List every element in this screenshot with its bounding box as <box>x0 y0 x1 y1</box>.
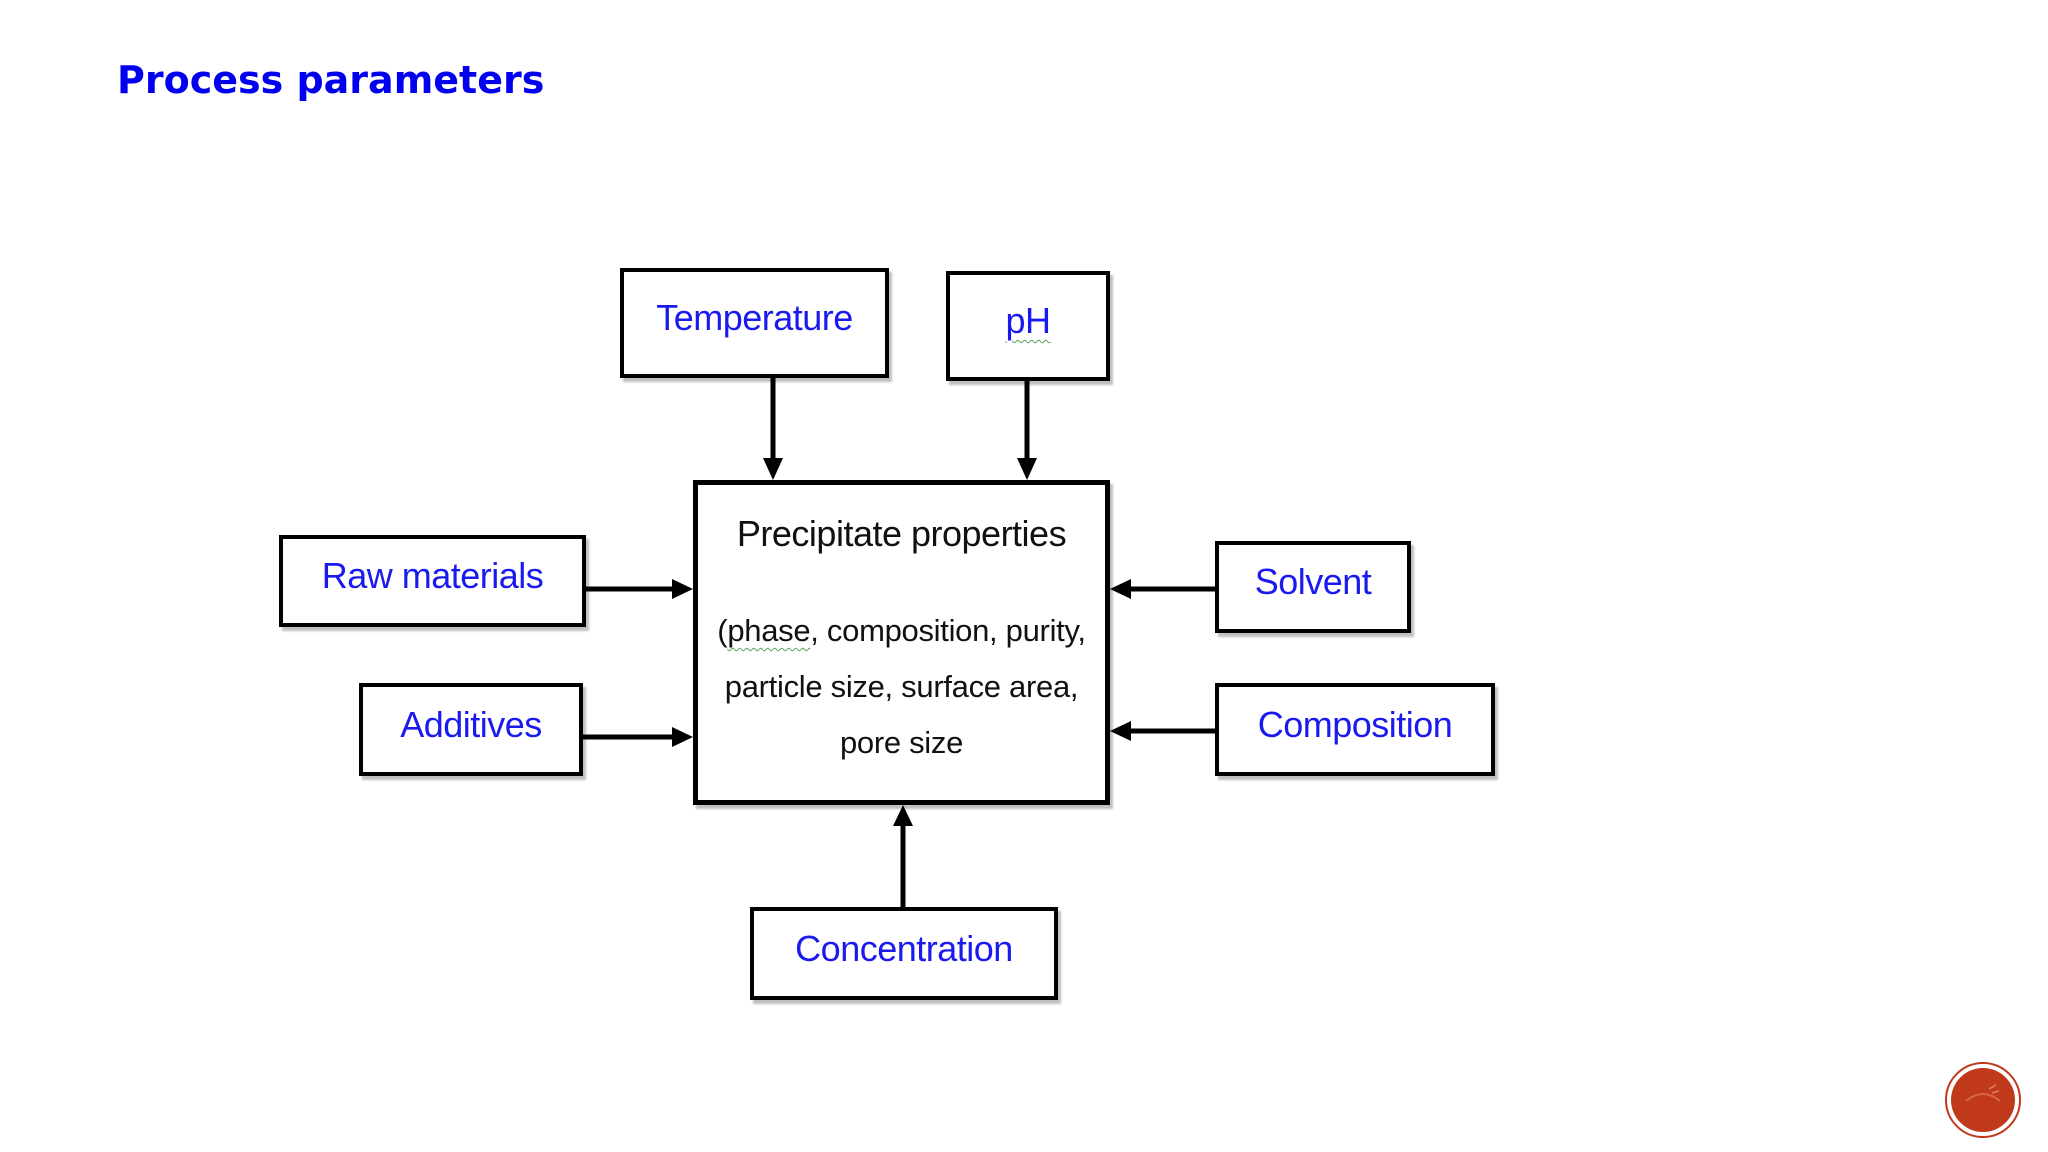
arrowhead-concentration <box>893 805 913 826</box>
logo-badge-icon <box>1945 1062 2021 1138</box>
arrowhead-composition <box>1110 721 1131 741</box>
label-temperature: Temperature <box>656 297 853 338</box>
label-composition: Composition <box>1257 703 1453 745</box>
label-raw-materials: Raw materials <box>321 555 544 596</box>
box-raw-materials: Raw materials <box>279 535 586 627</box>
arrowhead-additives <box>672 727 693 747</box>
arrowhead-temperature <box>763 458 783 480</box>
box-additives: Additives <box>359 683 583 776</box>
center-line-2: particle size, surface area, <box>724 669 1079 704</box>
label-solvent: Solvent <box>1254 561 1372 602</box>
box-ph: pH <box>946 271 1110 381</box>
box-solvent: Solvent <box>1215 541 1411 633</box>
arrowhead-ph <box>1017 458 1037 480</box>
label-ph: pH <box>1005 300 1051 341</box>
center-title: Precipitate properties <box>736 513 1067 554</box>
center-line-1-rest: , composition, purity, <box>810 613 1086 648</box>
slide-title: Process parameters <box>117 58 545 102</box>
box-temperature: Temperature <box>620 268 889 378</box>
center-line-1-prefix: ( <box>717 613 728 648</box>
box-composition: Composition <box>1215 683 1495 776</box>
center-line-1: (phase, composition, purity, <box>698 613 1105 649</box>
arrowhead-raw-materials <box>672 579 693 599</box>
box-concentration: Concentration <box>750 907 1058 1000</box>
center-line-3: pore size <box>839 725 964 760</box>
label-additives: Additives <box>400 703 542 745</box>
label-concentration: Concentration <box>795 927 1013 969</box>
box-precipitate-properties: Precipitate properties (phase, compositi… <box>693 480 1110 805</box>
arrowhead-solvent <box>1110 579 1131 599</box>
center-line-1-flagged: phase <box>727 613 811 648</box>
